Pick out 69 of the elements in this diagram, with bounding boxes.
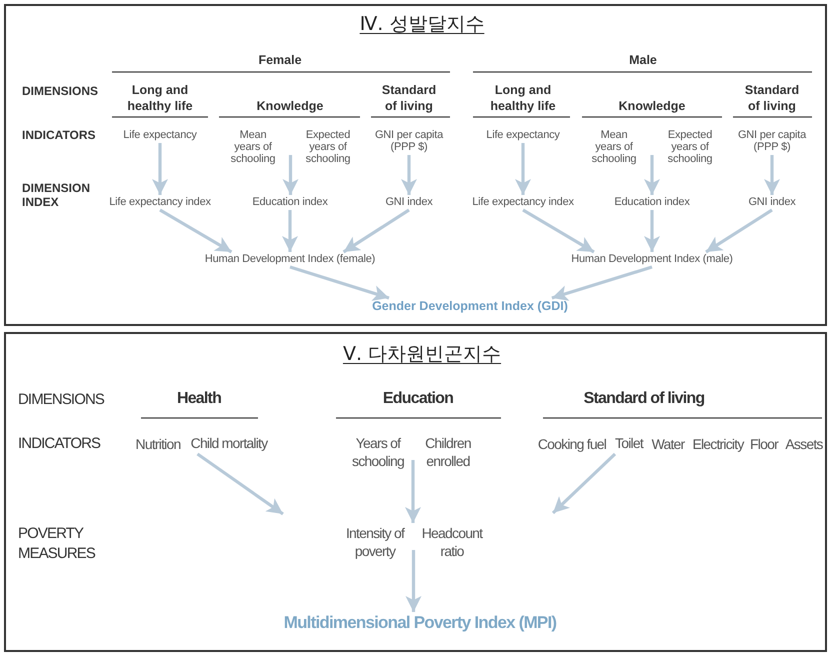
indicator-text: Intensity of poverty: [344, 524, 406, 560]
panel-frame: [4, 332, 827, 652]
row-heading: DIMENSIONS: [18, 390, 106, 410]
indicator-text: Floor: [749, 435, 780, 453]
index-title: Gender Development Index (GDI): [355, 299, 585, 313]
indicator-text: Expected years of schooling: [300, 129, 356, 165]
dimension-heading: Knowledge: [618, 98, 686, 114]
row-heading: POVERTY MEASURES: [18, 524, 96, 564]
dimension-heading: Education: [382, 390, 454, 408]
arrow: [282, 210, 298, 252]
indicator-text: Life expectancy: [468, 129, 578, 141]
indicator-text: Toilet: [609, 434, 649, 452]
dimension-heading: Long and healthy life: [126, 82, 194, 114]
indicator-text: Electricity: [691, 435, 746, 453]
indicator-text: GNI index: [737, 196, 807, 208]
indicator-text: GNI per capita (PPP $): [733, 129, 811, 153]
indicator-text: Child mortality: [184, 434, 274, 452]
indicator-text: Life expectancy index: [458, 196, 588, 208]
arrow: [764, 155, 780, 195]
row-heading: INDICATORS: [22, 128, 97, 142]
arrow: [515, 143, 531, 195]
arrow: [196, 452, 284, 516]
dimension-heading: Knowledge: [256, 98, 324, 114]
arrow: [290, 265, 390, 301]
indicator-text: GNI per capita (PPP $): [370, 129, 448, 153]
indicator-text: Life expectancy: [105, 129, 215, 141]
row-heading: DIMENSIONS: [22, 84, 100, 98]
indicator-text: Expected years of schooling: [662, 129, 718, 165]
arrow: [522, 208, 595, 254]
arrow: [551, 265, 652, 301]
indicator-text: GNI index: [374, 196, 444, 208]
indicator-text: Years of schooling: [348, 434, 408, 470]
group-heading: Male: [628, 53, 658, 67]
arrow: [552, 452, 616, 514]
arrow: [342, 208, 410, 254]
indicator-text: Education index: [240, 196, 340, 208]
dimension-heading: Health: [176, 390, 222, 408]
dimension-heading: Standard of living: [582, 390, 706, 408]
row-heading: DIMENSION INDEX: [22, 181, 92, 209]
panel-title: Ⅴ. 다차원빈곤지수: [342, 342, 502, 367]
dimension-heading: Standard of living: [380, 82, 438, 114]
panel-frame: [4, 4, 827, 326]
arrow: [159, 208, 232, 254]
arrow: [282, 155, 298, 195]
indicator-text: Assets: [784, 435, 824, 453]
arrow: [152, 143, 168, 195]
indicator-text: Life expectancy index: [95, 196, 225, 208]
indicator-text: Mean years of schooling: [588, 129, 640, 165]
arrow: [401, 155, 417, 195]
arrow: [644, 155, 660, 195]
indicator-text: Water: [650, 435, 686, 453]
panel-title: Ⅳ. 성발달지수: [360, 12, 484, 37]
arrow: [705, 208, 773, 254]
arrow: [405, 460, 421, 523]
indicator-text: Human Development Index (female): [190, 253, 390, 265]
arrow: [644, 210, 660, 252]
row-heading: INDICATORS: [18, 434, 102, 454]
indicator-text: Mean years of schooling: [227, 129, 279, 165]
indicator-text: Human Development Index (male): [552, 253, 752, 265]
indicator-text: Education index: [602, 196, 702, 208]
indicator-text: Cooking fuel: [536, 435, 608, 453]
dimension-heading: Standard of living: [744, 82, 800, 114]
dimension-heading: Long and healthy life: [489, 82, 557, 114]
arrow: [406, 550, 422, 612]
group-heading: Female: [257, 53, 303, 67]
indicator-text: Headcount ratio: [416, 524, 488, 560]
indicator-text: Children enrolled: [417, 434, 479, 470]
index-title: Multidimensional Poverty Index (MPI): [270, 613, 570, 633]
indicator-text: Nutrition: [134, 435, 182, 453]
